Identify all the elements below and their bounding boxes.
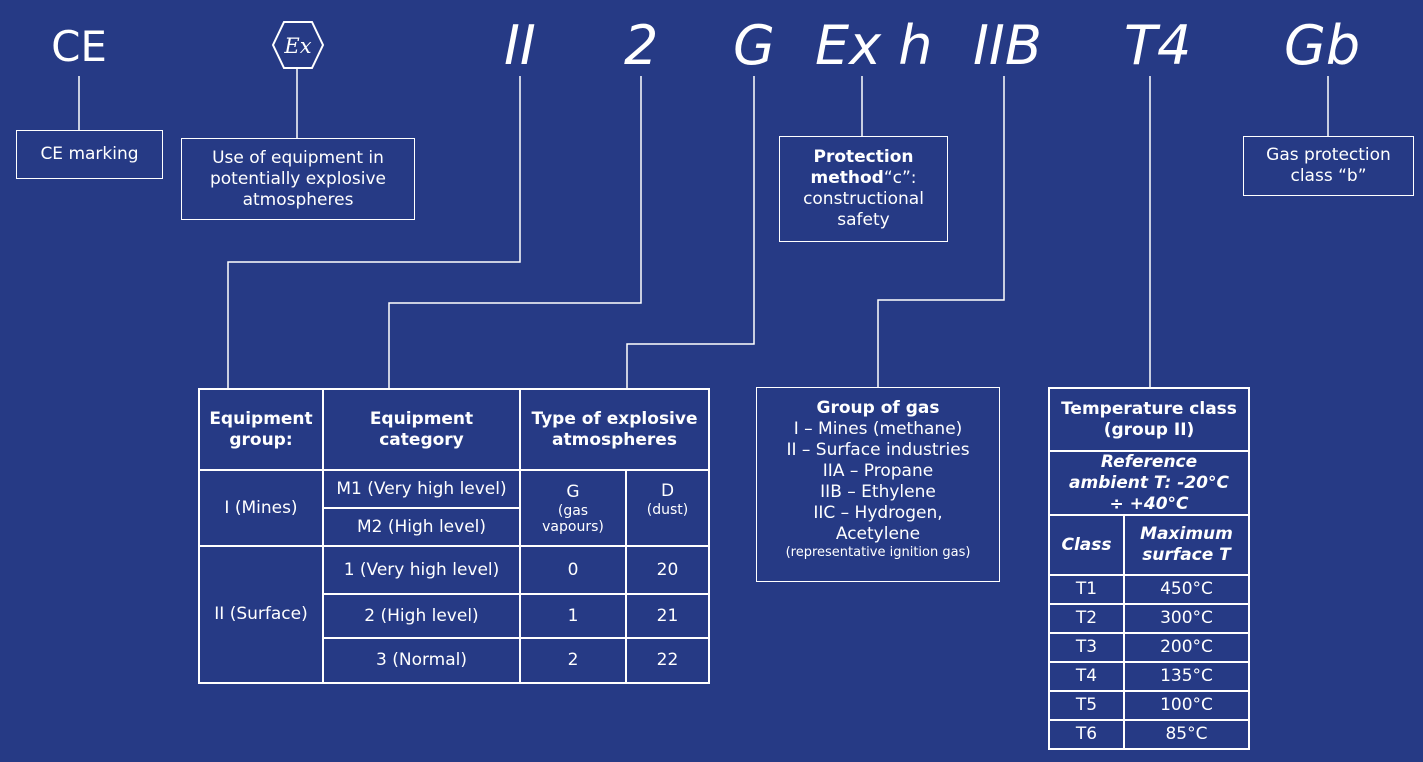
atmosphere-g-cell: G (gas vapours) bbox=[521, 471, 625, 545]
temp-row-value: 135°C bbox=[1160, 666, 1213, 686]
temp-row-value: 200°C bbox=[1160, 637, 1213, 657]
temp-row-class: T5 bbox=[1075, 695, 1098, 715]
protection-method-box: Protection method“c”: constructional saf… bbox=[779, 136, 948, 242]
connector-category bbox=[388, 76, 642, 388]
temperature-title: Temperature class (group II) bbox=[1061, 398, 1237, 440]
temp-row-class: T6 bbox=[1075, 724, 1098, 744]
header-atmospheres: Type of explosive atmospheres bbox=[531, 408, 698, 450]
atmosphere-d-sub: (dust) bbox=[646, 502, 689, 518]
ce-mark-text: CE bbox=[51, 22, 107, 70]
ce-mark-icon: CE bbox=[51, 22, 107, 70]
table-row-g: 1 bbox=[567, 605, 579, 626]
explosive-use-label: Use of equipment in potentially explosiv… bbox=[209, 147, 387, 210]
marking-atmosphere: G bbox=[733, 14, 775, 77]
marking-category: 2 bbox=[624, 14, 659, 77]
ce-marking-label: CE marking bbox=[40, 144, 139, 164]
temp-row-class: T4 bbox=[1075, 666, 1098, 686]
marking-protection-level: Gb bbox=[1284, 14, 1361, 77]
equipment-table: Equipment group: Equipment category Type… bbox=[198, 388, 710, 684]
connector-gas-group bbox=[877, 76, 1005, 388]
atmosphere-d-label: D bbox=[660, 481, 675, 501]
category-m1: M1 (Very high level) bbox=[336, 478, 507, 499]
protection-method-rest: “c”: constructional safety bbox=[803, 168, 924, 230]
temp-row-value: 100°C bbox=[1160, 695, 1213, 715]
header-equipment-category: Equipment category bbox=[369, 408, 474, 450]
table-row-d: 20 bbox=[656, 559, 679, 580]
gas-group-line: IIA – Propane bbox=[822, 461, 934, 481]
table-row-g: 0 bbox=[567, 559, 579, 580]
table-row-category: 1 (Very high level) bbox=[343, 559, 500, 580]
gas-group-box: Group of gas I – Mines (methane) II – Su… bbox=[756, 387, 1000, 582]
atmosphere-g-label: G bbox=[566, 481, 580, 502]
temp-row-value: 300°C bbox=[1160, 608, 1213, 628]
column-max-temp-header: Maximum surface T bbox=[1140, 524, 1233, 565]
connector-group bbox=[227, 76, 521, 388]
atmosphere-g-sub: (gas vapours) bbox=[542, 502, 604, 535]
ex-symbol-text: Ex bbox=[283, 34, 311, 58]
temp-row-class: T2 bbox=[1075, 608, 1098, 628]
gas-group-line: Acetylene bbox=[835, 524, 921, 544]
gas-group-line: IIB – Ethylene bbox=[820, 482, 936, 502]
marking-group: II bbox=[504, 14, 536, 77]
marking-ex-h: Ex h bbox=[815, 14, 933, 77]
group-mines: I (Mines) bbox=[224, 497, 298, 518]
protection-method-label: Protection method“c”: constructional saf… bbox=[790, 147, 937, 231]
connector-atmosphere bbox=[626, 76, 755, 388]
group-surface: II (Surface) bbox=[214, 604, 308, 624]
explosive-use-box: Use of equipment in potentially explosiv… bbox=[181, 138, 415, 220]
column-class-header: Class bbox=[1061, 534, 1112, 555]
ex-hexagon-icon: Ex bbox=[271, 21, 325, 69]
temperature-reference: Reference ambient T: -20°C ÷ +40°C bbox=[1069, 451, 1229, 514]
gas-group-title: Group of gas bbox=[816, 398, 940, 418]
temp-row-class: T3 bbox=[1075, 637, 1098, 657]
temperature-table: Temperature class (group II) Reference a… bbox=[1048, 387, 1250, 751]
table-row-g: 2 bbox=[567, 650, 579, 670]
ce-marking-box: CE marking bbox=[16, 130, 163, 179]
table-row-category: 2 (High level) bbox=[364, 605, 479, 626]
table-row-category: 3 (Normal) bbox=[376, 650, 467, 670]
protection-method-bold: Protection method bbox=[810, 147, 914, 188]
gas-protection-label: Gas protection class “b” bbox=[1266, 145, 1391, 186]
temp-row-value: 450°C bbox=[1160, 579, 1213, 599]
marking-temp-class: T4 bbox=[1124, 14, 1192, 77]
temp-row-class: T1 bbox=[1075, 579, 1098, 599]
gas-group-line: I – Mines (methane) bbox=[793, 419, 963, 439]
marking-gas-group: IIB bbox=[973, 14, 1042, 77]
gas-group-line: IIC – Hydrogen, bbox=[813, 503, 943, 523]
gas-protection-box: Gas protection class “b” bbox=[1243, 136, 1414, 196]
header-equipment-group: Equipment group: bbox=[209, 408, 313, 450]
gas-group-note: (representative ignition gas) bbox=[785, 545, 971, 560]
atmosphere-d-cell: D (dust) bbox=[627, 471, 708, 545]
table-row-d: 22 bbox=[656, 650, 679, 670]
category-m2: M2 (High level) bbox=[356, 516, 487, 537]
gas-group-line: II – Surface industries bbox=[786, 440, 970, 460]
temp-row-value: 85°C bbox=[1165, 724, 1208, 744]
table-row-d: 21 bbox=[656, 605, 679, 626]
